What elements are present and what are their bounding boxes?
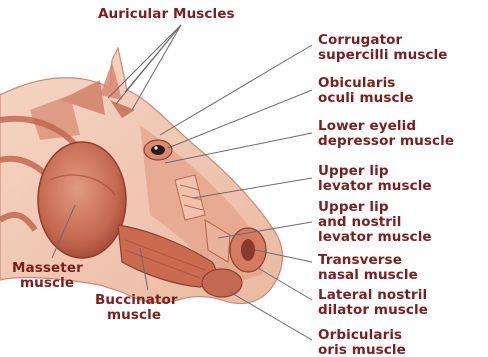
masseter-label: Masseter muscle <box>12 261 83 291</box>
upper-lip-nostril-levator-label: Upper lip and nostril levator muscle <box>318 200 432 245</box>
eye-shape <box>144 140 172 160</box>
transverse-nasal-label: Transverse nasal muscle <box>318 253 418 283</box>
upper-lip-levator-label: Upper lip levator muscle <box>318 164 432 194</box>
orbicularis-oris-label: Orbicularis oris muscle <box>318 328 406 357</box>
corrugator-label: Corrugator supercilli muscle <box>318 33 448 63</box>
lateral-nostril-dilator-label: Lateral nostril dilator muscle <box>318 288 428 318</box>
masseter-shape <box>38 142 126 258</box>
lower-eyelid-depressor-label: Lower eyelid depressor muscle <box>318 119 454 149</box>
buccinator-label: Buccinator muscle <box>95 293 178 323</box>
auricular-muscles-label: Auricular Muscles <box>98 7 235 22</box>
obicularis-oculi-label: Obicularis oculi muscle <box>318 76 414 106</box>
